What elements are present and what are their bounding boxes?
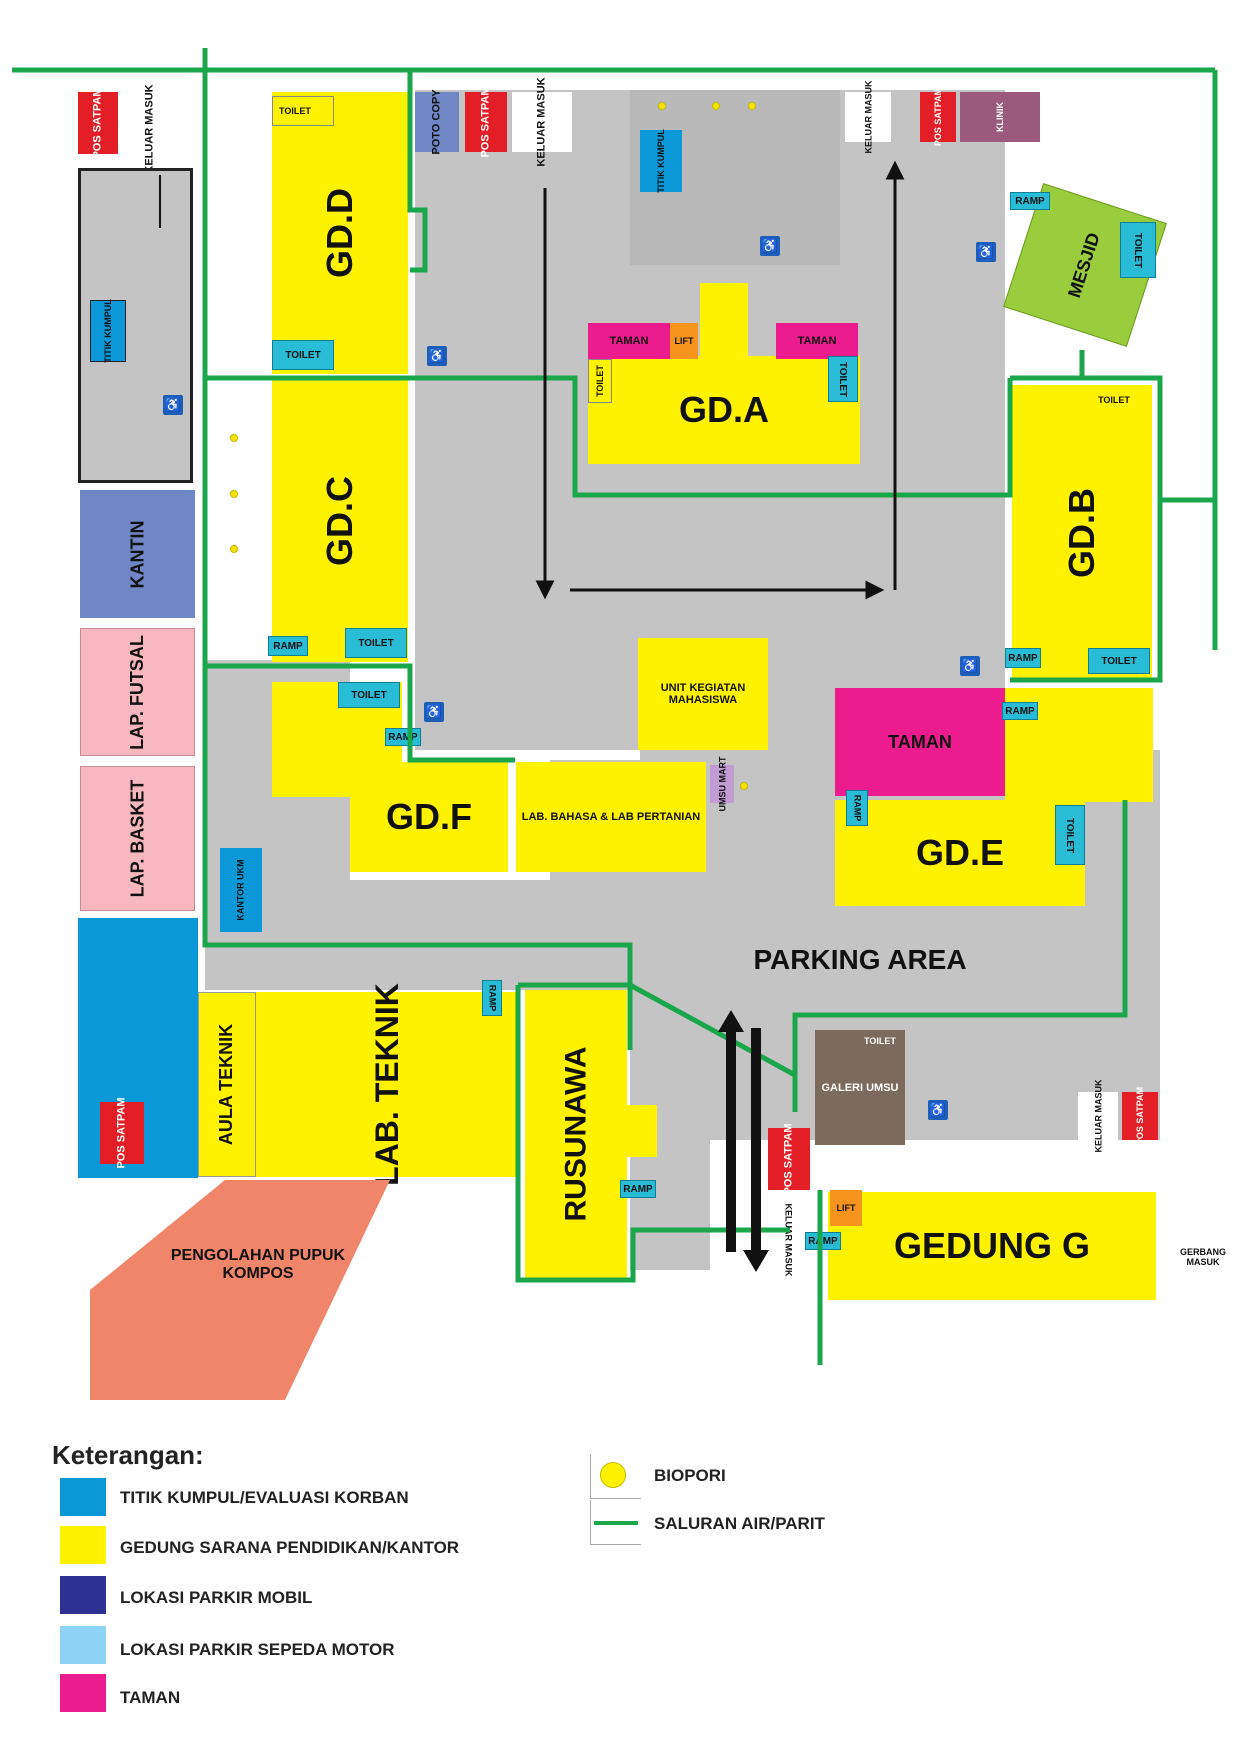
gd-c-ramp: RAMP — [268, 636, 308, 656]
wheelchair-icon: ♿ — [163, 395, 183, 415]
taman-a-right: TAMAN — [776, 323, 858, 359]
wheelchair-icon: ♿ — [760, 236, 780, 256]
titik-kumpul-west: TITIK KUMPUL — [90, 299, 126, 363]
gd-b-ramp: RAMP — [1005, 648, 1041, 668]
lab-teknik: LAB. TEKNIK — [256, 983, 518, 1186]
keluar-masuk-ne: KELUAR MASUK — [845, 81, 891, 154]
rusunawa: RUSUNAWA — [525, 990, 627, 1278]
gd-e: GD.E — [835, 800, 1085, 906]
gd-f: GD.F — [350, 762, 508, 872]
gd-b-toilet-top: TOILET — [1080, 390, 1148, 410]
gd-a-toilet-right: TOILET — [828, 356, 858, 402]
legend-label: GEDUNG SARANA PENDIDIKAN/KANTOR — [120, 1538, 460, 1557]
legend-label: LOKASI PARKIR SEPEDA MOTOR — [120, 1640, 395, 1659]
legend-biopori-label: BIOPORI — [654, 1466, 726, 1485]
gd-b: GD.B — [1012, 385, 1152, 681]
poto-copy: POTO COPY — [415, 89, 459, 155]
gedung-g: GEDUNG G — [828, 1192, 1156, 1300]
kantor-ukm: KANTOR UKM — [220, 848, 262, 932]
legend-swatch-taman — [60, 1674, 106, 1712]
gd-d-toilet: TOILET — [272, 96, 334, 126]
legend-label: TITIK KUMPUL/EVALUASI KORBAN — [120, 1488, 409, 1507]
legend-title: Keterangan: — [52, 1440, 204, 1470]
legend-swatch-parkir-mobil — [60, 1576, 106, 1614]
titik-kumpul-north: TITIK KUMPUL — [640, 129, 682, 193]
umsu-mart: UMSU MART — [710, 757, 734, 812]
keluar-masuk-s: KELUAR MASUK — [770, 1203, 806, 1276]
rusunawa-ramp: RAMP — [620, 1180, 656, 1198]
mesjid-toilet: TOILET — [1120, 222, 1156, 278]
gd-c-toilet: TOILET — [345, 628, 407, 658]
wheelchair-icon: ♿ — [976, 242, 996, 262]
gd-d: GD.D — [272, 92, 408, 374]
keluar-masuk-se: KELUAR MASUK — [1078, 1080, 1118, 1153]
legend-swatch-gedung — [60, 1526, 106, 1564]
rusunawa-wing — [627, 1105, 657, 1157]
lab-bahasa: LAB. BAHASA & LAB PERTANIAN — [516, 762, 706, 872]
pos-satpam-se: POS SATPAM — [1122, 1087, 1158, 1145]
lift-a: LIFT — [670, 323, 698, 359]
gd-a-top — [700, 283, 748, 363]
klinik: KLINIK — [960, 92, 1040, 142]
wheelchair-icon: ♿ — [928, 1100, 948, 1120]
legend-swatch-titik-kumpul — [60, 1478, 106, 1516]
lap-futsal: LAP. FUTSAL — [80, 628, 195, 756]
kantin: KANTIN — [80, 490, 195, 618]
biopori-dot — [712, 102, 720, 110]
mesjid-ramp: RAMP — [1010, 192, 1050, 210]
galeri-toilet: TOILET — [864, 1036, 896, 1046]
lab-teknik-ramp: RAMP — [482, 980, 502, 1016]
biopori-dot — [748, 102, 756, 110]
parking-area-label: PARKING AREA — [753, 944, 967, 975]
legend-label: TAMAN — [120, 1688, 181, 1707]
keluar-masuk-n: KELUAR MASUK — [512, 77, 572, 167]
biopori-dot — [230, 434, 238, 442]
gd-e-ramp-n: RAMP — [1002, 702, 1038, 720]
lift-g: LIFT — [830, 1190, 862, 1226]
gd-f-toilet: TOILET — [338, 682, 400, 708]
legend-biopori-box — [590, 1454, 641, 1499]
legend-swatch-parkir-motor — [60, 1626, 106, 1664]
gedung-g-ramp: RAMP — [805, 1232, 841, 1250]
pos-satpam-s: POS SATPAM — [768, 1123, 810, 1195]
wheelchair-icon: ♿ — [960, 656, 980, 676]
pos-satpam-nw: POS SATPAM — [78, 87, 118, 159]
aula-teknik: AULA TEKNIK — [198, 992, 256, 1177]
pos-satpam-n: POS SATPAM — [465, 86, 507, 158]
wheelchair-icon: ♿ — [427, 346, 447, 366]
gd-e-ramp-w: RAMP — [846, 790, 868, 826]
legend-label: LOKASI PARKIR MOBIL — [120, 1588, 313, 1607]
biopori-dot — [658, 102, 666, 110]
pos-satpam-ne: POS SATPAM — [920, 88, 956, 146]
gd-c: GD.C — [272, 380, 408, 662]
gd-d-toilet-badge: TOILET — [272, 340, 334, 370]
gd-a: GD.A — [588, 356, 860, 464]
kompos-label: PENGOLAHAN PUPUK KOMPOS — [170, 1247, 346, 1282]
wheelchair-icon: ♿ — [424, 702, 444, 722]
pos-satpam-sw: POS SATPAM — [100, 1097, 144, 1169]
biopori-dot — [740, 782, 748, 790]
biopori-legend-icon — [600, 1462, 626, 1488]
gerbang-masuk: GERBANG MASUK — [1179, 1247, 1226, 1267]
unit-kegiatan-mahasiswa: UNIT KEGIATAN MAHASISWA — [638, 638, 768, 750]
keluar-masuk-nw: KELUAR MASUK — [122, 84, 177, 174]
legend-saluran-box — [590, 1500, 641, 1545]
taman-a-left: TAMAN — [588, 323, 670, 359]
pengolahan-pupuk-kompos — [90, 1180, 390, 1400]
taman-e: TAMAN — [835, 688, 1005, 796]
biopori-dot — [230, 545, 238, 553]
gd-e-toilet: TOILET — [1055, 805, 1085, 865]
legend-saluran-label: SALURAN AIR/PARIT — [654, 1514, 825, 1533]
lap-basket: LAP. BASKET — [80, 766, 195, 911]
saluran-legend-line — [594, 1521, 638, 1525]
biopori-dot — [230, 490, 238, 498]
gd-a-toilet-left: TOILET — [588, 359, 612, 403]
gd-b-toilet: TOILET — [1088, 648, 1150, 674]
gd-f-ramp: RAMP — [385, 728, 421, 746]
